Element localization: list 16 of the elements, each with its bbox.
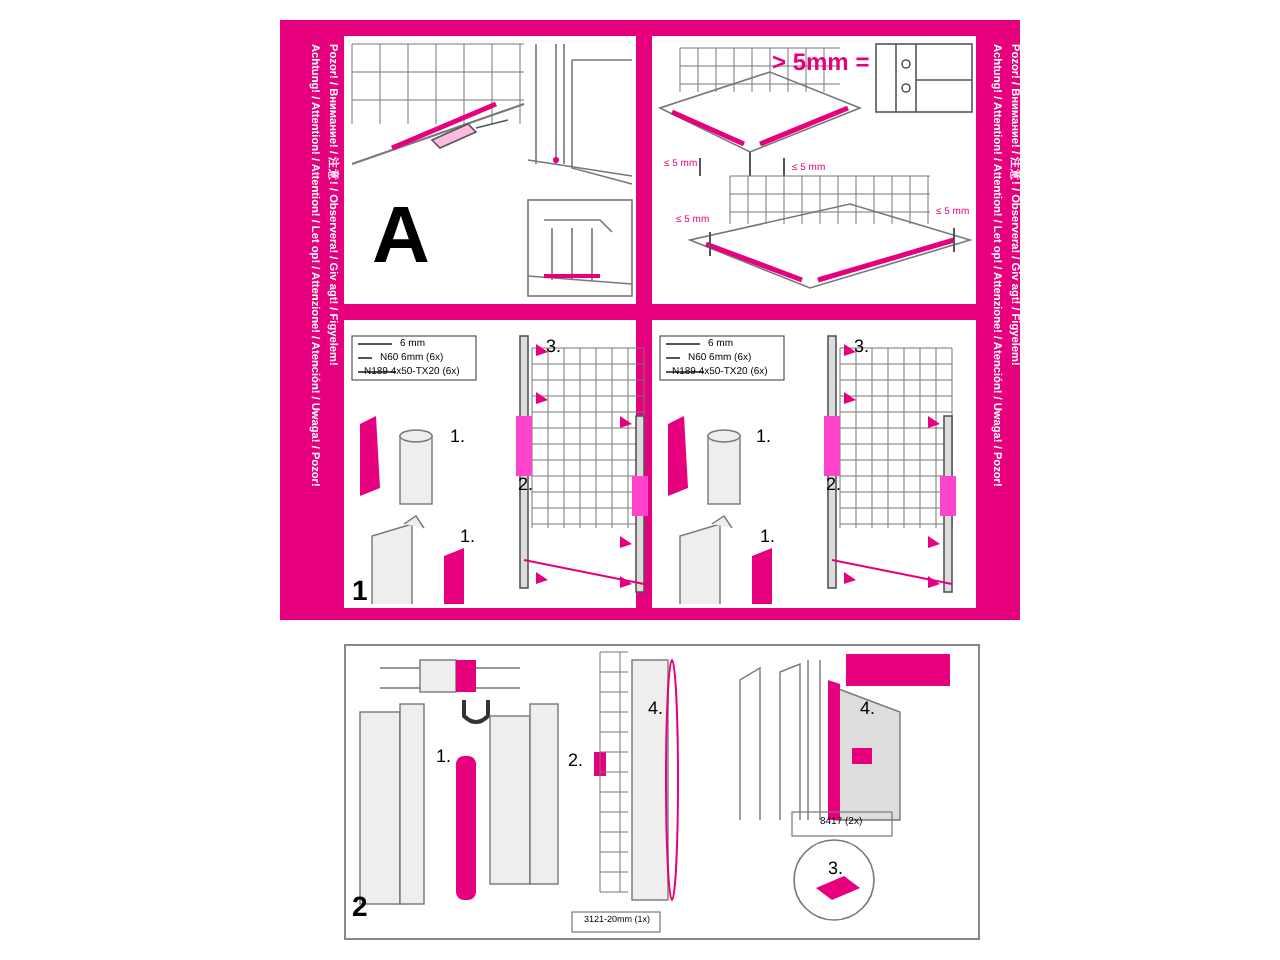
step-number: 3. — [546, 338, 562, 356]
step-number: 1. — [460, 528, 476, 546]
step-number: 2. — [568, 752, 584, 770]
step-number: 1. — [436, 748, 452, 766]
step-number: 2. — [518, 476, 534, 494]
step-number: 1. — [756, 428, 772, 446]
step-number: 3. — [828, 860, 844, 878]
panel-number: 1 — [352, 576, 368, 604]
step-number: 3. — [854, 338, 870, 356]
panel-number: 2 — [352, 892, 368, 920]
step-number: 4. — [860, 700, 876, 718]
step-number: 1. — [450, 428, 466, 446]
step-number: 1. — [760, 528, 776, 546]
step-number: 2. — [826, 476, 842, 494]
step-number: 4. — [648, 700, 664, 718]
section-letter: A — [372, 196, 430, 276]
